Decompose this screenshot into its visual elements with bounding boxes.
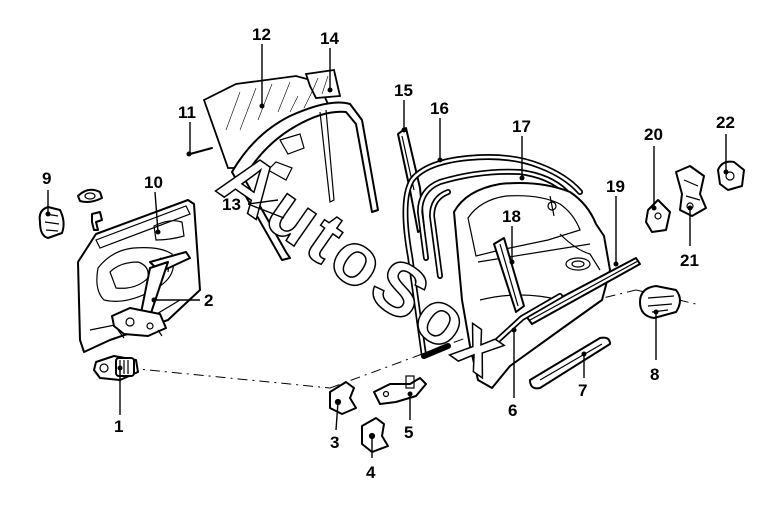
callout-11: 11	[178, 103, 196, 122]
callout-19: 19	[606, 177, 625, 196]
callout-numbers: 1 2 3 4 5 6 7 8 9 10 11 12 13 14 15 16 1…	[42, 25, 735, 482]
callout-17: 17	[512, 117, 531, 136]
callout-15: 15	[394, 81, 413, 100]
callout-14: 14	[320, 29, 339, 48]
callout-12: 12	[252, 25, 271, 44]
part-22-striker-cover	[717, 160, 745, 191]
part-17-door-frame-seal	[417, 168, 569, 279]
part-13-glass-run-channel	[231, 101, 379, 261]
callout-6: 6	[508, 401, 517, 420]
callout-9: 9	[42, 169, 51, 188]
callout-leaders	[47, 44, 727, 458]
callout-21: 21	[680, 251, 699, 270]
part-5-door-check	[373, 375, 427, 405]
part-7-side-molding	[529, 336, 611, 390]
callout-8: 8	[650, 365, 659, 384]
callout-18: 18	[502, 207, 521, 226]
part-20-lock-cylinder	[645, 199, 671, 233]
callout-5: 5	[404, 423, 413, 442]
part-18-inner-belt-strip	[493, 237, 525, 313]
trim-clips	[77, 188, 103, 231]
part-10-door-trim-panel	[77, 199, 201, 353]
callout-7: 7	[578, 381, 587, 400]
callout-10: 10	[144, 173, 163, 192]
callout-3: 3	[330, 433, 339, 452]
callout-dots	[45, 87, 729, 439]
callout-22: 22	[716, 113, 735, 132]
callout-16: 16	[430, 99, 449, 118]
part-4-lower-hinge	[361, 417, 389, 453]
part-19-outer-belt-molding	[525, 257, 641, 325]
callout-1: 1	[114, 417, 123, 436]
part-9-handle-bezel	[38, 206, 65, 239]
part-6-inner-seal	[495, 293, 563, 343]
part-1-regulator-motor	[93, 355, 139, 381]
part-21-door-latch	[675, 165, 707, 217]
callout-4: 4	[366, 463, 376, 482]
callout-20: 20	[644, 125, 663, 144]
part-8-outer-handle	[639, 285, 681, 319]
callout-2: 2	[204, 291, 213, 310]
callout-13: 13	[222, 195, 241, 214]
part-16-door-weatherstrip	[402, 154, 583, 359]
part-2-window-regulator	[111, 251, 191, 339]
